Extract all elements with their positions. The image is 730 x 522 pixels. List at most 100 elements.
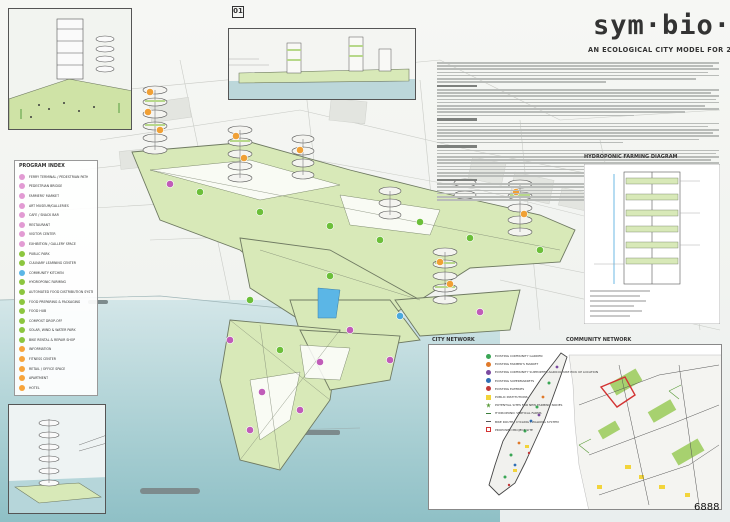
network-legend-swatch-icon [486,386,491,392]
program-marker [326,272,334,280]
program-marker [246,296,254,304]
program-marker [386,356,394,364]
program-marker [166,180,174,188]
network-legend-swatch-icon [486,402,491,408]
program-index-item: FITNESS CENTER [19,354,93,364]
program-index-label: SOLAR, WIND & WATER PARK [29,328,76,333]
network-legend-swatch-icon [486,369,491,375]
text-line [437,114,635,117]
network-legend-item: EXISTING COMMUNITY GARDEN [486,352,560,360]
program-index-label: EXHIBITION / GALLERY SPACE [29,241,76,246]
program-index-label: BIKE RENTAL & REPAIR SHOP [29,337,76,342]
program-marker [258,388,266,396]
program-color-dot-icon [19,298,25,305]
program-marker [246,426,254,434]
network-legend-item: EXISTING COMMUNITY SUPPORTED AGRICULTURE… [486,368,598,376]
program-index-label: COMPOST DROP-OFF [29,318,63,323]
program-marker [446,280,454,288]
program-index-label: RETAIL / OFFICE SPACE [29,366,66,371]
program-marker [476,308,484,316]
network-legend-label: EXISTING COMMUNITY GARDEN [495,354,543,359]
program-marker [196,188,204,196]
program-index-item: CAFE / SNACK BAR [19,210,93,220]
community-network-title: COMMUNITY NETWORK [566,337,632,343]
project-id-number: 6888 [694,502,720,513]
program-index-label: HOTEL [29,385,40,390]
program-index-item: RESTAURANT [19,220,93,230]
program-index-label: PUBLIC PARK [29,251,50,256]
text-line [437,71,708,74]
program-color-dot-icon [19,308,25,315]
text-line [437,162,719,165]
program-index-label: ART MUSEUM/GALLERIES [29,203,69,208]
program-color-dot-icon [19,183,25,190]
network-legend-label: EXISTING COMMUNITY SUPPORTED AGRICULTURE… [495,370,599,375]
program-marker [520,210,528,218]
hydroponic-diagram-title: HYDROPONIC FARMING DIAGRAM [584,154,678,160]
program-marker [144,108,152,116]
text-line [437,125,708,128]
program-index-item: EXHIBITION / GALLERY SPACE [19,239,93,249]
text-line [437,156,719,158]
program-marker [346,326,354,334]
page-title: sym·bio·pia [593,10,730,41]
text-line [437,183,719,185]
city-network-map [428,344,722,510]
program-color-dot-icon [19,346,25,353]
network-legend-item: PROPOSED PROJECT SITE [486,426,560,434]
network-legend-swatch-icon [486,427,491,433]
program-index-item: COMMUNITY KITCHEN [19,268,93,278]
network-legend-item: EXISTING SUPERMARKETS [486,377,560,385]
program-marker [416,218,424,226]
program-color-dot-icon [19,365,25,372]
program-color-dot-icon [19,336,25,343]
program-marker [326,222,334,230]
text-line [437,89,719,91]
program-index-label: FITNESS CENTER [29,357,56,362]
program-color-dot-icon [19,250,25,257]
program-marker [376,236,384,244]
program-color-dot-icon [19,231,25,238]
text-line [437,168,719,171]
text-line [437,77,697,80]
network-legend-item: BIKE ROUTE / CYCLING / WALKING SYSTEM [486,418,560,426]
program-index-item: FERRY TERMINAL / PEDESTRIAN PATH [19,172,93,182]
text-line [437,141,624,144]
program-index-label: HYDROPONIC FARMING [29,280,66,285]
program-color-dot-icon [19,260,25,267]
program-marker [240,154,248,162]
thumbnail-perspective-bottom-left [8,404,106,514]
network-legend-label: HYDROPONIC VERTICAL FARMS [495,411,542,416]
program-index-item: CULINARY LEARNING CENTER [19,258,93,268]
network-legend-label: BIKE ROUTE / CYCLING / WALKING SYSTEM [495,419,559,424]
program-color-dot-icon [19,288,25,295]
program-index-item: BIKE RENTAL & REPAIR SHOP [19,335,93,345]
program-marker [436,258,444,266]
network-legend-item: PUBLIC INSTITUTIONS [486,393,560,401]
program-index-item: COMPOST DROP-OFF [19,316,93,326]
text-line [437,135,719,137]
program-color-dot-icon [19,212,25,219]
network-legend-label: PROPOSED PROJECT SITE [495,427,533,432]
program-index-item: PEDESTRIAN BRIDGE [19,182,93,192]
program-color-dot-icon [19,327,25,334]
program-index-item: RETAIL / OFFICE SPACE [19,364,93,374]
program-marker [232,132,240,140]
program-index-item: VISITOR CENTER [19,230,93,240]
program-marker [156,126,164,134]
text-line [437,186,714,188]
program-index-legend: PROGRAM INDEX FERRY TERMINAL / PEDESTRIA… [14,160,98,396]
program-index-item: APARTMENT [19,373,93,383]
text-line [437,149,719,152]
program-index-label: COMMUNITY KITCHEN [29,270,64,275]
text-line [437,65,714,67]
network-legend-swatch-icon [486,421,491,423]
program-index-label: FOOD HUB [29,309,47,314]
text-line [437,98,717,101]
text-line [437,165,703,168]
program-color-dot-icon [19,384,25,391]
